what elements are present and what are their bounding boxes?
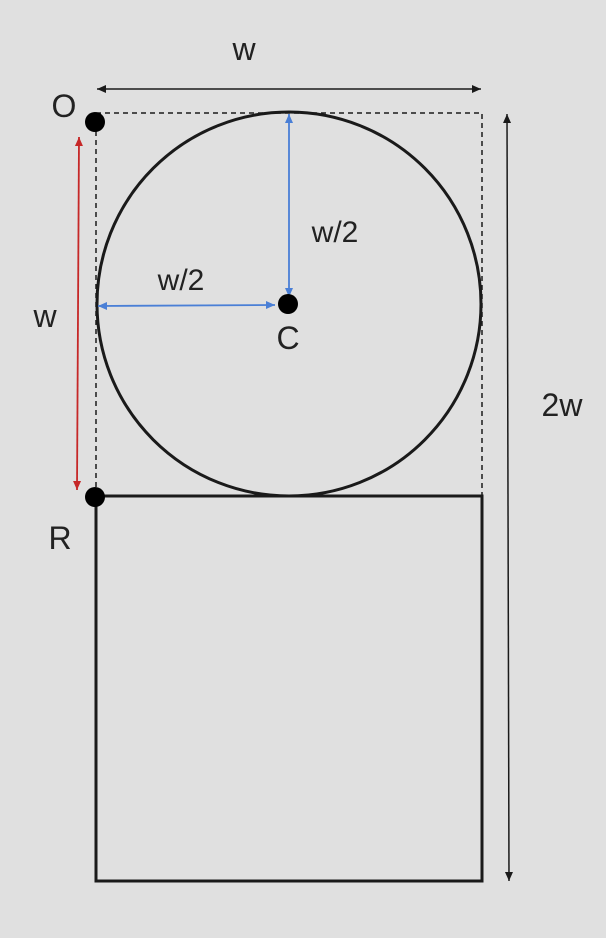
point-rect-corner <box>85 487 105 507</box>
label-radius-vertical: w/2 <box>311 216 359 249</box>
point-origin <box>85 112 105 132</box>
horizontal-radius-arrow <box>97 301 276 310</box>
label-radius-horizontal: w/2 <box>157 264 205 297</box>
label-total-height: 2w <box>542 387 584 423</box>
lower-square <box>94 494 484 883</box>
label-center: C <box>276 320 299 356</box>
total-height-arrow <box>503 113 513 882</box>
label-left-width: w <box>32 298 57 334</box>
label-top-width: w <box>231 31 256 67</box>
point-center <box>278 294 298 314</box>
left-width-arrow <box>73 136 83 491</box>
label-rect-corner: R <box>48 520 71 556</box>
label-origin: O <box>52 88 77 124</box>
